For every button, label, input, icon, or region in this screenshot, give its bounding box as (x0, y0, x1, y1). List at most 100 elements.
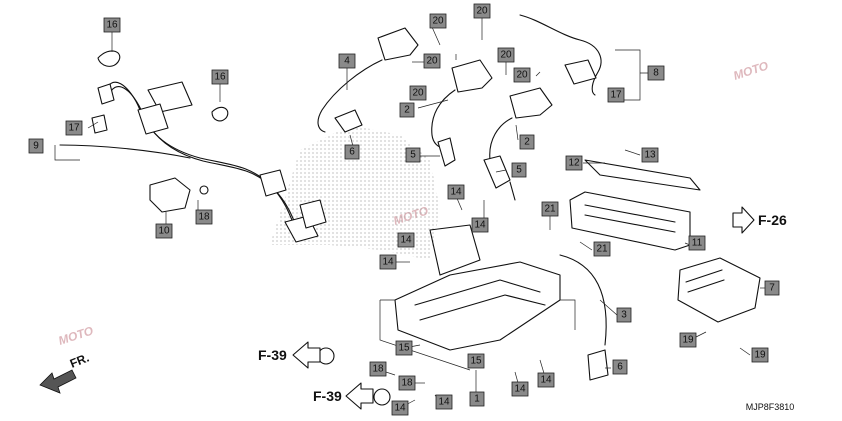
svg-text:6: 6 (349, 147, 355, 158)
callout-21[interactable]: 21 (541, 201, 559, 217)
callout-20[interactable]: 20 (473, 3, 491, 19)
regulator-7 (677, 257, 761, 323)
svg-text:14: 14 (474, 220, 486, 231)
callout-14[interactable]: 14 (471, 217, 489, 233)
callout-18[interactable]: 18 (398, 375, 416, 391)
svg-text:14: 14 (382, 257, 394, 268)
callout-15[interactable]: 15 (395, 340, 413, 356)
callout-6[interactable]: 6 (612, 359, 628, 375)
callout-14[interactable]: 14 (511, 381, 529, 397)
ref-f26[interactable]: F-26 (758, 212, 787, 228)
cap-6 (587, 349, 609, 381)
callout-14[interactable]: 14 (391, 400, 409, 416)
svg-text:16: 16 (106, 20, 118, 31)
callout-5[interactable]: 5 (511, 162, 527, 178)
callout-11[interactable]: 11 (688, 235, 706, 251)
callout-17[interactable]: 17 (65, 120, 83, 136)
svg-text:5: 5 (410, 150, 416, 161)
wire-3 (559, 254, 607, 346)
page-refs: F-26 F-39 F-39 (258, 206, 787, 410)
callout-10[interactable]: 10 (155, 223, 173, 239)
svg-text:18: 18 (401, 378, 413, 389)
sub-harness-8 (519, 14, 602, 96)
callout-20[interactable]: 20 (409, 85, 427, 101)
svg-text:14: 14 (450, 187, 462, 198)
callout-12[interactable]: 12 (565, 155, 583, 171)
callout-21[interactable]: 21 (593, 241, 611, 257)
svg-text:6: 6 (617, 362, 623, 373)
ref-f39-top-arrow (292, 341, 321, 369)
ref-f26-arrow (732, 206, 755, 234)
callout-8[interactable]: 8 (647, 65, 665, 81)
callout-1[interactable]: 1 (469, 391, 485, 407)
svg-text:14: 14 (400, 235, 412, 246)
callout-20[interactable]: 20 (429, 13, 447, 29)
svg-text:18: 18 (198, 212, 210, 223)
callout-19[interactable]: 19 (751, 347, 769, 363)
watermark-text: MOTO (732, 58, 771, 83)
callout-20[interactable]: 20 (423, 53, 441, 69)
callout-16[interactable]: 16 (103, 17, 121, 33)
callout-20[interactable]: 20 (497, 47, 515, 63)
connector-8 (564, 59, 597, 85)
callout-18[interactable]: 18 (195, 209, 213, 225)
svg-text:11: 11 (692, 238, 703, 249)
svg-text:12: 12 (568, 158, 580, 169)
svg-text:2: 2 (524, 137, 530, 148)
svg-text:10: 10 (158, 226, 170, 237)
callout-2[interactable]: 2 (519, 134, 535, 150)
callout-20[interactable]: 20 (513, 67, 531, 83)
svg-text:14: 14 (394, 403, 406, 414)
ref-f39-bottom[interactable]: F-39 (313, 388, 342, 404)
callout-3[interactable]: 3 (616, 307, 632, 323)
svg-text:5: 5 (516, 165, 522, 176)
svg-text:15: 15 (470, 356, 482, 367)
callout-13[interactable]: 13 (641, 147, 659, 163)
svg-text:20: 20 (412, 88, 424, 99)
svg-text:3: 3 (621, 310, 627, 321)
svg-text:8: 8 (653, 68, 659, 79)
front-arrow-icon (39, 369, 77, 394)
callout-5[interactable]: 5 (405, 147, 421, 163)
callout-14[interactable]: 14 (435, 394, 453, 410)
svg-text:20: 20 (432, 16, 444, 27)
front-direction: FR. (39, 351, 91, 394)
bracket-12 (584, 159, 701, 191)
rubber-f39-bottom (373, 388, 391, 406)
svg-text:21: 21 (596, 244, 608, 255)
callout-4[interactable]: 4 (338, 53, 356, 69)
clamp-16-right (211, 106, 229, 122)
callout-6[interactable]: 6 (344, 144, 360, 160)
wire-harness (59, 81, 327, 243)
svg-text:7: 7 (769, 283, 775, 294)
callout-16[interactable]: 16 (211, 69, 229, 85)
callout-19[interactable]: 19 (679, 332, 697, 348)
watermark-text: MOTO (57, 323, 96, 348)
callout-14[interactable]: 14 (397, 232, 415, 248)
callout-17[interactable]: 17 (607, 87, 625, 103)
svg-text:19: 19 (754, 350, 766, 361)
svg-text:14: 14 (438, 397, 450, 408)
svg-text:13: 13 (644, 150, 656, 161)
svg-text:18: 18 (372, 364, 384, 375)
nut-18 (199, 185, 209, 195)
svg-text:20: 20 (516, 70, 528, 81)
callout-2[interactable]: 2 (399, 102, 415, 118)
svg-text:17: 17 (610, 90, 622, 101)
callout-14[interactable]: 14 (379, 254, 397, 270)
svg-text:14: 14 (514, 384, 526, 395)
callout-9[interactable]: 9 (28, 138, 44, 154)
callout-15[interactable]: 15 (467, 353, 485, 369)
callout-18[interactable]: 18 (369, 361, 387, 377)
battery-tray-1 (379, 224, 576, 371)
svg-text:19: 19 (682, 335, 694, 346)
callout-14[interactable]: 14 (447, 184, 465, 200)
drawing-code: MJP8F3810 (746, 402, 795, 412)
svg-text:17: 17 (68, 123, 80, 134)
svg-text:20: 20 (476, 6, 488, 17)
svg-text:9: 9 (33, 141, 39, 152)
svg-text:2: 2 (404, 105, 410, 116)
callout-14[interactable]: 14 (537, 372, 555, 388)
callout-7[interactable]: 7 (764, 280, 780, 296)
ref-f39-top[interactable]: F-39 (258, 347, 287, 363)
